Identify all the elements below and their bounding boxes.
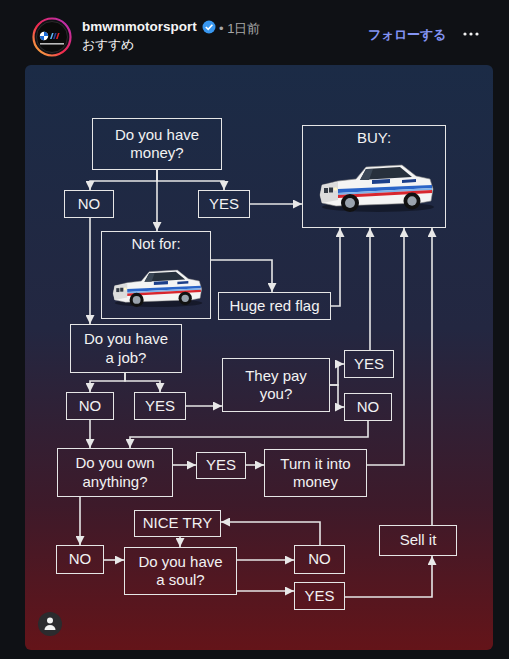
box-text: Do you have money?	[97, 126, 217, 163]
flow-box: Do you have a job?	[70, 324, 182, 373]
flow-arrow	[179, 537, 181, 547]
flow-arrow	[79, 497, 81, 545]
flow-box: Do you have money?	[92, 118, 222, 170]
flow-arrow	[125, 373, 160, 392]
follow-button: フォローする	[368, 26, 446, 44]
flow-arrow	[331, 228, 340, 306]
account-name: bmwmmotorsport	[82, 19, 197, 34]
box-text: Sell it	[400, 531, 437, 549]
flow-arrow	[186, 405, 222, 407]
picture-box: BUY:	[302, 125, 446, 228]
flow-arrow	[246, 464, 264, 466]
box-heading: Not for:	[131, 235, 180, 253]
verified-badge	[203, 21, 216, 34]
avatar	[34, 19, 71, 56]
flow-arrow	[89, 420, 91, 448]
box-text: Do you own anything?	[66, 454, 164, 491]
box-text: YES	[304, 587, 334, 605]
box-text: YES	[354, 355, 384, 373]
user-tag-icon	[38, 612, 62, 636]
box-text: YES	[206, 456, 236, 474]
flow-arrow	[367, 228, 404, 465]
box-text: NO	[357, 398, 380, 416]
post-context: おすすめ	[82, 37, 134, 54]
flow-arrow	[156, 170, 158, 231]
picture-box: Not for:	[101, 231, 211, 319]
flow-box: Do you have a soul?	[124, 547, 237, 595]
flow-arrow	[369, 228, 371, 350]
flow-box: NO	[344, 393, 392, 421]
car-illustration	[113, 270, 202, 307]
flow-arrow	[104, 559, 124, 561]
box-text: NICE TRY	[143, 514, 212, 532]
flow-box: NO	[66, 392, 114, 420]
flow-box: NO	[294, 545, 345, 574]
flow-box: YES	[344, 350, 394, 378]
flow-arrow	[345, 556, 432, 597]
flow-arrow	[130, 421, 368, 448]
flow-arrow	[157, 170, 224, 190]
flow-box: YES	[196, 452, 246, 479]
flow-arrow	[330, 364, 344, 385]
flow-arrow	[330, 385, 344, 407]
car-illustration	[320, 165, 434, 212]
flow-arrow	[211, 260, 272, 292]
flow-box: Sell it	[379, 525, 457, 556]
box-text: Turn it into money	[273, 455, 358, 492]
flow-arrow	[173, 464, 196, 466]
flow-arrow	[431, 228, 433, 525]
box-text: Do you have a job?	[83, 330, 169, 367]
flow-arrow	[89, 218, 91, 324]
flow-box: NO	[56, 545, 104, 574]
post-image	[25, 65, 493, 650]
flow-arrow	[237, 559, 294, 561]
box-text: Do you have a soul?	[137, 553, 224, 590]
box-text: YES	[209, 195, 239, 213]
box-text: NO	[69, 550, 92, 568]
flow-box: YES	[134, 392, 186, 420]
box-text: NO	[79, 397, 102, 415]
flow-box: They pay you?	[222, 358, 330, 412]
flow-arrow	[237, 590, 294, 592]
box-heading: BUY:	[357, 129, 391, 147]
flow-arrow	[90, 373, 125, 392]
box-text: YES	[145, 397, 175, 415]
post-age: • 1日前	[219, 20, 260, 38]
flow-box: YES	[294, 582, 345, 610]
flow-box: NICE TRY	[134, 510, 221, 537]
box-text: Huge red flag	[229, 297, 319, 315]
box-text: They pay you?	[237, 367, 315, 404]
more-dots	[463, 32, 478, 35]
flow-arrow	[90, 170, 157, 190]
flow-box: NO	[64, 190, 114, 218]
flow-arrow	[250, 203, 302, 205]
box-text: NO	[78, 195, 101, 213]
flow-arrow	[221, 522, 320, 545]
flow-box: Turn it into money	[264, 449, 367, 497]
box-text: NO	[308, 550, 331, 568]
flow-box: Huge red flag	[218, 292, 331, 320]
flow-box: Do you own anything?	[57, 448, 173, 497]
flow-box: YES	[198, 190, 250, 218]
